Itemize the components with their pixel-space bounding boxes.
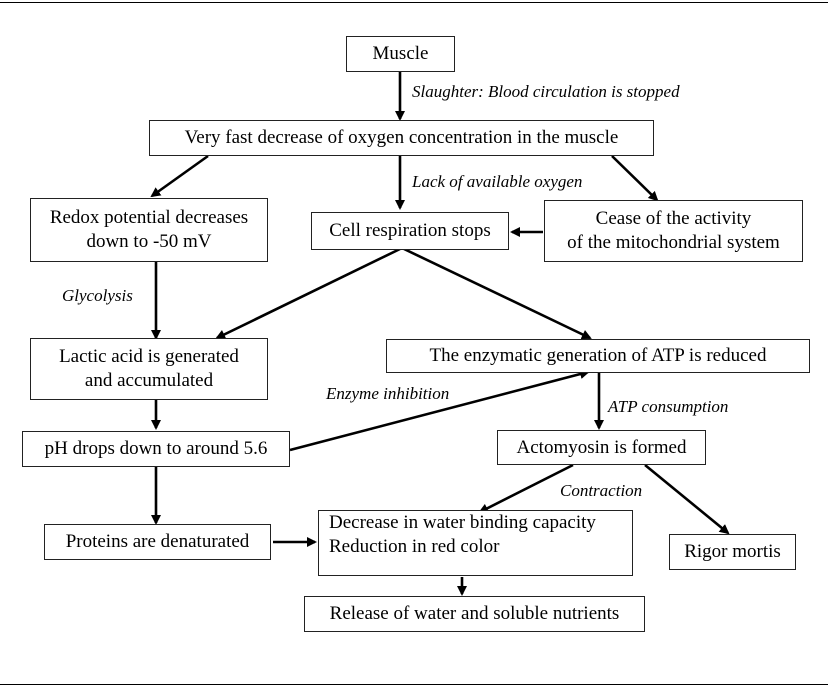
node-release: Release of water and soluble nutrients (304, 596, 645, 632)
node-actomyosin: Actomyosin is formed (497, 430, 706, 465)
arrow-oxygen-to-redox (150, 154, 209, 198)
node-ph-drops: pH drops down to around 5.6 (22, 431, 290, 467)
bottom-rule (0, 684, 828, 685)
node-proteins-text: Proteins are denaturated (65, 531, 250, 552)
node-mitochondrial: Cease of the activity of the mitochondri… (544, 200, 803, 262)
arrow-cell-respiration-to-lactic (215, 246, 403, 340)
node-rigor-mortis-text: Rigor mortis (684, 541, 781, 562)
node-water-binding-line2: Reduction in red color (329, 536, 500, 557)
top-rule (0, 2, 828, 3)
node-redox: Redox potential decreases down to -50 mV (30, 198, 268, 262)
node-redox-line1: Redox potential decreases (49, 207, 249, 228)
label-atp-consumption: ATP consumption (608, 397, 729, 416)
arrow-actomyosin-to-water (478, 463, 574, 514)
node-cell-respiration-text: Cell respiration stops (329, 220, 491, 241)
node-atp-reduced-text: The enzymatic generation of ATP is reduc… (429, 345, 767, 366)
node-muscle-text: Muscle (372, 43, 429, 64)
node-rigor-mortis: Rigor mortis (669, 534, 796, 570)
node-actomyosin-text: Actomyosin is formed (516, 436, 687, 458)
arrow-oxygen-to-mitochondrial (611, 155, 659, 202)
node-ph-drops-text: pH drops down to around 5.6 (44, 438, 268, 459)
arrow-actomyosin-to-rigor (644, 463, 730, 535)
node-water-binding-line1: Decrease in water binding capacity (329, 512, 596, 533)
node-muscle: Muscle (346, 36, 455, 72)
node-proteins: Proteins are denaturated (44, 524, 271, 560)
node-mitochondrial-line2: of the mitochondrial system (567, 232, 780, 253)
label-slaughter: Slaughter: Blood circulation is stopped (412, 82, 680, 101)
node-cell-respiration: Cell respiration stops (311, 212, 509, 250)
node-release-text: Release of water and soluble nutrients (329, 603, 620, 624)
node-oxygen-decrease: Very fast decrease of oxygen concentrati… (149, 120, 654, 156)
node-water-binding: Decrease in water binding capacity Reduc… (318, 510, 633, 576)
arrow-ph-to-atp (289, 369, 590, 452)
node-atp-reduced: The enzymatic generation of ATP is reduc… (386, 339, 810, 373)
label-lack-of-oxygen: Lack of available oxygen (412, 172, 583, 191)
label-enzyme-inhibition: Enzyme inhibition (326, 384, 450, 403)
node-redox-line2: down to -50 mV (86, 231, 212, 252)
node-lactic-acid: Lactic acid is generated and accumulated (30, 338, 268, 400)
label-glycolysis: Glycolysis (62, 286, 133, 305)
arrow-cell-respiration-to-atp (401, 246, 592, 340)
node-mitochondrial-line1: Cease of the activity (595, 208, 752, 229)
node-lactic-acid-line2: and accumulated (84, 370, 214, 391)
label-contraction: Contraction (560, 481, 643, 500)
node-oxygen-decrease-text: Very fast decrease of oxygen concentrati… (184, 127, 619, 148)
node-lactic-acid-line1: Lactic acid is generated (59, 346, 239, 367)
